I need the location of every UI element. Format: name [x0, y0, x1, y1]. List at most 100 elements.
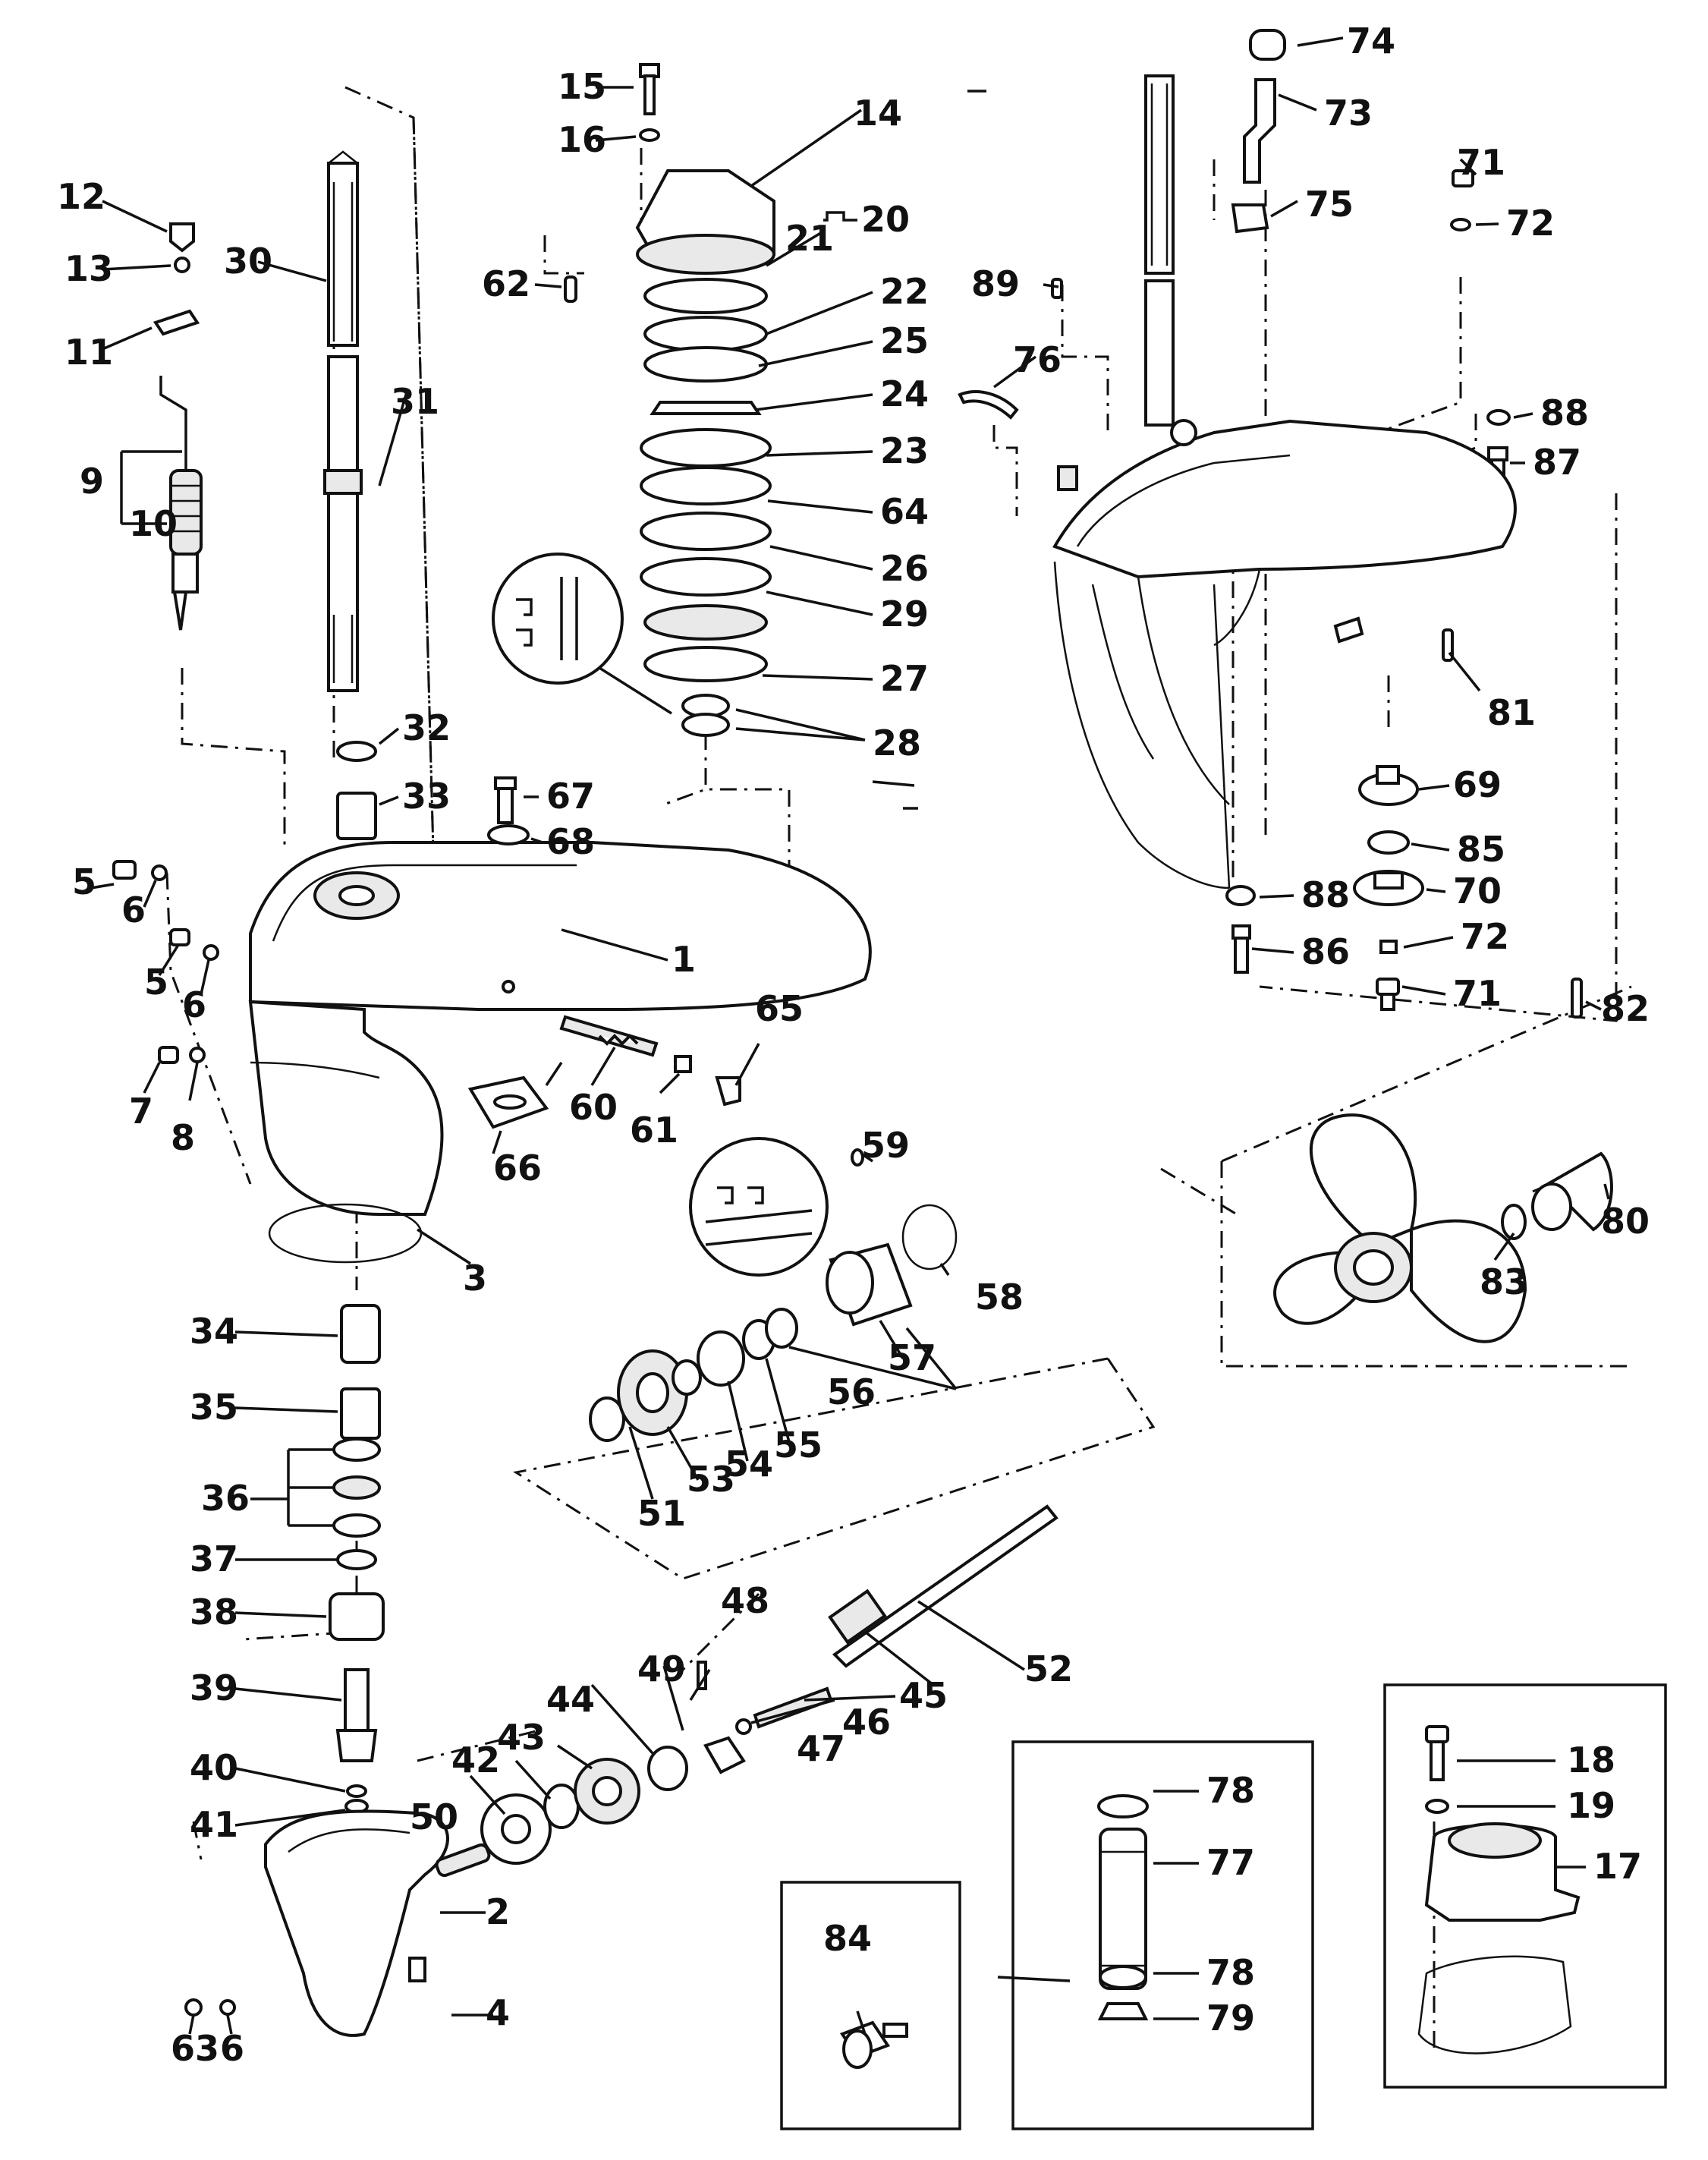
gear-set-51-58	[589, 1137, 958, 1442]
callout-64: 64	[880, 491, 929, 532]
propshaft-gears-40-50	[435, 1661, 833, 1878]
callout-labels: 1 2 3 4 5 5 6 6 6 7 8 9 10 11 12 13 14 1…	[57, 20, 1650, 2069]
callout-51: 51	[637, 1493, 686, 1534]
shift-parts-11-12-13	[153, 222, 200, 336]
callout-49: 49	[637, 1648, 686, 1689]
callout-73: 73	[1324, 93, 1373, 134]
o-ring-3	[268, 1203, 423, 1264]
callout-81: 81	[1487, 692, 1536, 733]
callout-22: 22	[880, 271, 929, 312]
callout-74: 74	[1347, 20, 1395, 61]
sleeve-32-33	[336, 741, 377, 840]
callout-47: 47	[797, 1728, 845, 1769]
inset-box-84	[780, 1881, 961, 2130]
callout-85: 85	[1457, 829, 1505, 870]
callout-76: 76	[1013, 339, 1062, 380]
callout-11: 11	[64, 332, 113, 373]
callout-46: 46	[842, 1702, 891, 1743]
gear-housing-ghost	[1052, 419, 1517, 890]
callout-71a: 71	[1457, 142, 1505, 183]
callout-28: 28	[873, 723, 921, 764]
callout-77: 77	[1206, 1842, 1255, 1883]
propshaft-52	[828, 1504, 1058, 1668]
callout-57: 57	[888, 1337, 936, 1378]
callout-18: 18	[1567, 1740, 1615, 1781]
callout-25: 25	[880, 320, 929, 361]
inset-box-17-19	[1383, 1683, 1667, 2089]
callout-2: 2	[486, 1891, 510, 1932]
callout-72b: 72	[1461, 916, 1509, 957]
bolt-71-washer-72-low	[1376, 940, 1400, 1011]
gearcase-2	[184, 1809, 449, 2037]
callout-23: 23	[880, 430, 929, 471]
callout-83: 83	[1480, 1261, 1528, 1302]
lower-driveshaft-stack	[329, 1304, 385, 1814]
callout-40: 40	[190, 1747, 238, 1788]
gear-housing-1	[248, 841, 872, 1216]
callout-48: 48	[721, 1580, 769, 1621]
leader-lines	[90, 36, 1610, 2035]
callout-50: 50	[410, 1796, 458, 1837]
callout-54: 54	[725, 1444, 773, 1485]
callout-1: 1	[672, 939, 696, 980]
callout-59: 59	[861, 1125, 910, 1166]
callout-79: 79	[1206, 1998, 1255, 2039]
callout-56: 56	[827, 1371, 876, 1412]
callout-35: 35	[190, 1387, 238, 1428]
callout-6a: 6	[121, 890, 146, 930]
callout-43: 43	[497, 1717, 546, 1758]
callout-78a: 78	[1206, 1770, 1255, 1811]
callout-5b: 5	[144, 962, 168, 1003]
callout-66: 66	[493, 1148, 542, 1189]
callout-3: 3	[463, 1258, 487, 1299]
callout-65: 65	[755, 988, 804, 1029]
callout-62: 62	[482, 263, 530, 304]
callout-55: 55	[774, 1425, 823, 1466]
callout-13: 13	[64, 248, 113, 289]
shift-parts-60-61-65-66	[467, 1015, 741, 1129]
callout-12: 12	[57, 176, 105, 217]
callout-32: 32	[402, 707, 451, 748]
callout-82: 82	[1601, 988, 1650, 1029]
callout-6c: 6	[220, 2028, 244, 2069]
bolt-71-washer-72-top	[1450, 169, 1474, 231]
callout-60: 60	[569, 1087, 618, 1128]
callout-45: 45	[899, 1675, 948, 1716]
callout-75: 75	[1305, 184, 1354, 225]
callout-67: 67	[546, 776, 595, 817]
callout-16: 16	[558, 119, 606, 160]
callout-41: 41	[190, 1804, 238, 1845]
callout-34: 34	[190, 1311, 238, 1352]
callout-53: 53	[687, 1459, 735, 1500]
callout-42: 42	[451, 1740, 500, 1781]
callout-69: 69	[1453, 764, 1502, 805]
callout-71b: 71	[1453, 973, 1502, 1014]
callout-58: 58	[975, 1277, 1024, 1318]
callout-30: 30	[224, 241, 272, 282]
callout-4: 4	[486, 1992, 510, 2033]
bolt-86-washer-88-low	[1225, 885, 1256, 974]
callout-14: 14	[854, 93, 902, 134]
callout-88b: 88	[1301, 874, 1350, 915]
callout-52: 52	[1024, 1648, 1073, 1689]
pin-62	[564, 276, 577, 303]
callout-87: 87	[1533, 442, 1581, 483]
driveshaft-upper-right	[1144, 74, 1175, 427]
callout-38: 38	[190, 1592, 238, 1633]
shift-rod-9	[159, 376, 203, 631]
callout-10: 10	[129, 503, 178, 544]
prop-nut-80-83	[1501, 1151, 1613, 1240]
callout-6b: 6	[182, 984, 206, 1025]
water-pump-stack	[635, 169, 775, 737]
screws-5-6-7-8	[112, 860, 219, 1064]
callout-5a: 5	[72, 861, 96, 902]
callout-78b: 78	[1206, 1952, 1255, 1993]
callout-20: 20	[861, 199, 910, 240]
callout-27: 27	[880, 658, 929, 699]
callout-36: 36	[201, 1478, 250, 1519]
callout-39: 39	[190, 1667, 238, 1708]
callout-31: 31	[391, 381, 439, 422]
pins-81-82	[1333, 616, 1583, 1019]
callout-68: 68	[546, 821, 595, 862]
